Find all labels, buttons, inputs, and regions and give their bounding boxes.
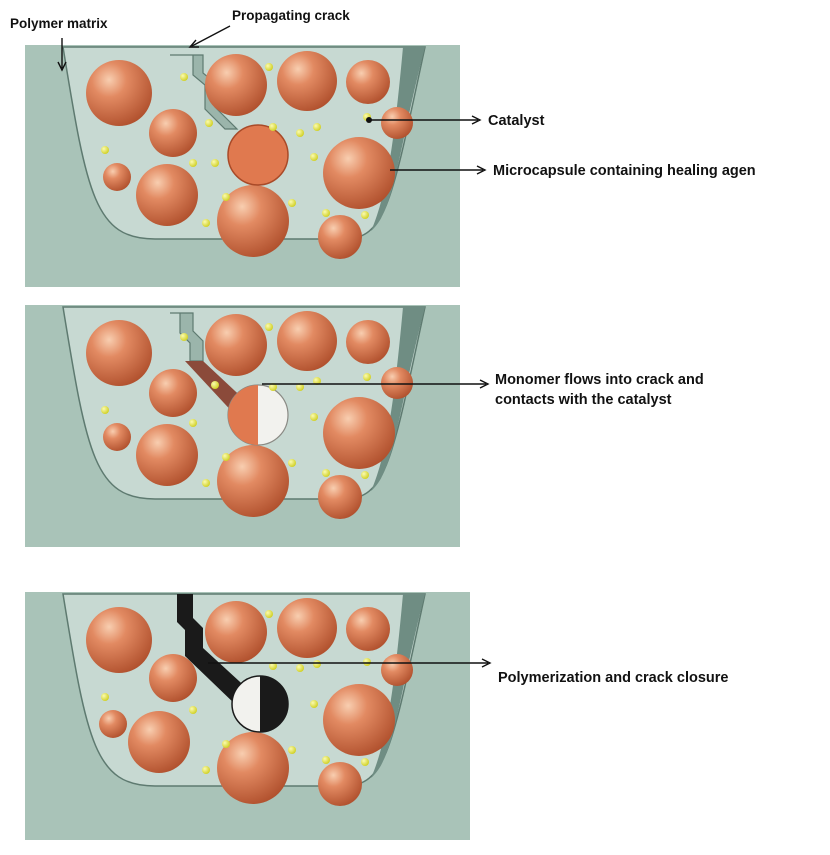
catalyst-particle: [269, 123, 277, 131]
label-monomer-line2: contacts with the catalyst: [495, 392, 672, 408]
catalyst-particle: [310, 700, 318, 708]
catalyst-particle: [222, 193, 230, 201]
label-catalyst: Catalyst: [488, 113, 545, 129]
microcapsule-ruptured: [228, 385, 288, 445]
catalyst-particle: [363, 658, 371, 666]
catalyst-particle: [322, 756, 330, 764]
microcapsule: [346, 607, 390, 651]
microcapsule: [346, 320, 390, 364]
catalyst-particle: [288, 199, 296, 207]
catalyst-particle: [101, 693, 109, 701]
catalyst-particle: [361, 758, 369, 766]
catalyst-particle: [222, 740, 230, 748]
catalyst-particle: [222, 453, 230, 461]
microcapsule: [277, 51, 337, 111]
catalyst-particle: [361, 471, 369, 479]
label-polymer-matrix: Polymer matrix: [10, 16, 108, 31]
catalyst-particle: [265, 323, 273, 331]
microcapsule: [318, 215, 362, 259]
microcapsule: [205, 601, 267, 663]
label-monomer-line1: Monomer flows into crack and: [495, 372, 704, 388]
microcapsule: [205, 54, 267, 116]
microcapsule-emptied: [232, 676, 288, 732]
microcapsule: [381, 367, 413, 399]
microcapsule: [136, 424, 198, 486]
microcapsule: [103, 163, 131, 191]
microcapsule: [128, 711, 190, 773]
catalyst-particle: [180, 73, 188, 81]
catalyst-particle: [202, 766, 210, 774]
microcapsule: [346, 60, 390, 104]
microcapsule: [86, 320, 152, 386]
catalyst-particle: [265, 63, 273, 71]
catalyst-particle: [189, 159, 197, 167]
catalyst-particle: [363, 373, 371, 381]
microcapsule: [103, 423, 131, 451]
stage-monomer-flow: [25, 305, 460, 547]
microcapsule: [381, 654, 413, 686]
microcapsule: [381, 107, 413, 139]
catalyst-particle: [288, 746, 296, 754]
catalyst-particle: [310, 413, 318, 421]
microcapsule: [318, 762, 362, 806]
catalyst-particle: [101, 146, 109, 154]
catalyst-particle: [313, 123, 321, 131]
microcapsule: [86, 607, 152, 673]
catalyst-particle: [361, 211, 369, 219]
microcapsule: [149, 109, 197, 157]
catalyst-particle: [296, 129, 304, 137]
catalyst-particle: [180, 333, 188, 341]
catalyst-particle: [288, 459, 296, 467]
microcapsule: [99, 710, 127, 738]
catalyst-particle: [310, 153, 318, 161]
microcapsule: [277, 598, 337, 658]
stage-initial: [25, 45, 460, 287]
microcapsule: [136, 164, 198, 226]
microcapsule: [323, 684, 395, 756]
catalyst-particle: [205, 119, 213, 127]
microcapsule: [149, 369, 197, 417]
catalyst-particle: [202, 219, 210, 227]
catalyst-particle: [202, 479, 210, 487]
microcapsule: [205, 314, 267, 376]
catalyst-particle: [211, 381, 219, 389]
microcapsule: [318, 475, 362, 519]
catalyst-particle: [313, 660, 321, 668]
microcapsule: [323, 397, 395, 469]
label-propagating-crack: Propagating crack: [232, 8, 350, 23]
microcapsule: [149, 654, 197, 702]
catalyst-particle: [101, 406, 109, 414]
stage-closure: [25, 592, 470, 840]
microcapsule: [323, 137, 395, 209]
microcapsule: [277, 311, 337, 371]
label-polymerization: Polymerization and crack closure: [498, 670, 728, 686]
catalyst-particle: [296, 664, 304, 672]
catalyst-particle: [322, 469, 330, 477]
catalyst-particle: [265, 610, 273, 618]
label-microcapsule: Microcapsule containing healing agen: [493, 163, 756, 179]
catalyst-particle: [322, 209, 330, 217]
catalyst-particle: [189, 706, 197, 714]
catalyst-particle: [211, 159, 219, 167]
arrow-propagating-crack: [190, 26, 230, 47]
microcapsule: [86, 60, 152, 126]
catalyst-particle: [189, 419, 197, 427]
microcapsule-intact: [228, 125, 288, 185]
